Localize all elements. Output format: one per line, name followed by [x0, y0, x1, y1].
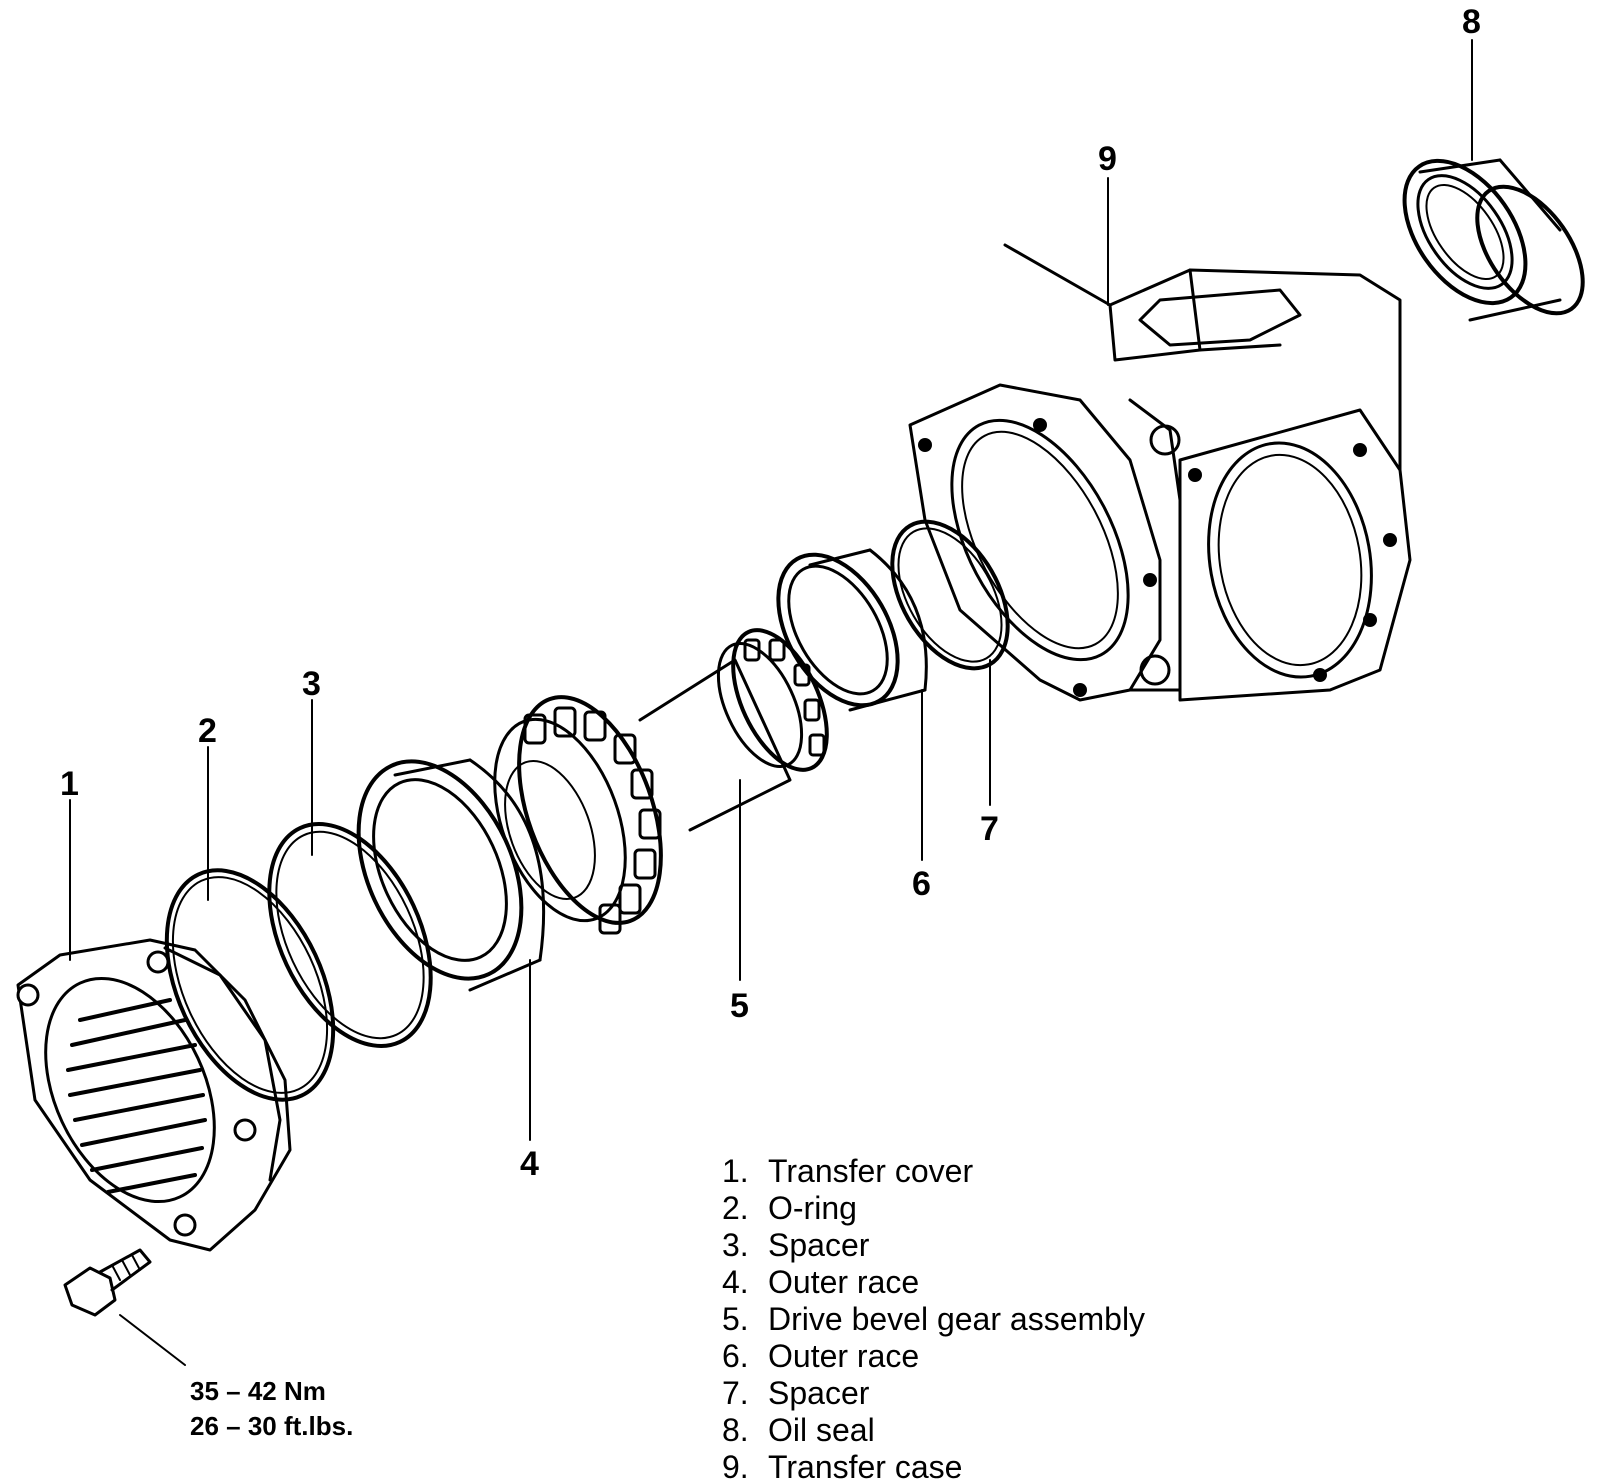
legend-num-3: 3.: [722, 1227, 749, 1263]
transfer-case-part: [908, 243, 1412, 702]
o-ring-part: [164, 868, 336, 1102]
torque-ftlbs: 26 – 30 ft.lbs.: [190, 1411, 353, 1441]
legend-label-8: Oil seal: [768, 1412, 875, 1448]
callout-2: 2: [198, 712, 217, 750]
legend-num-8: 8.: [722, 1412, 749, 1448]
callout-5: 5: [730, 987, 749, 1025]
callout-7: 7: [980, 810, 999, 848]
legend-num-4: 4.: [722, 1264, 749, 1300]
outer-race-4-part: [356, 758, 546, 992]
outer-race-6-part: [776, 548, 928, 712]
spacer-7-part: [890, 519, 1010, 671]
legend-label-1: Transfer cover: [768, 1153, 973, 1189]
legend-label-9: Transfer case: [768, 1449, 962, 1484]
legend-label-3: Spacer: [768, 1227, 870, 1263]
spacer-3-part: [267, 822, 433, 1048]
legend-label-7: Spacer: [768, 1375, 870, 1411]
callout-4: 4: [520, 1145, 539, 1183]
legend-label-2: O-ring: [768, 1190, 857, 1226]
transfer-cover-part: [16, 938, 292, 1252]
legend-num-5: 5.: [722, 1301, 749, 1337]
legend-num-6: 6.: [722, 1338, 749, 1374]
leader-lines: [69, 39, 1473, 1366]
legend-label-6: Outer race: [768, 1338, 919, 1374]
callout-8: 8: [1462, 3, 1481, 41]
legend-num-2: 2.: [722, 1190, 749, 1226]
legend-label-5: Drive bevel gear assembly: [768, 1301, 1145, 1337]
legend-num-1: 1.: [722, 1153, 749, 1189]
legend-num-7: 7.: [722, 1375, 749, 1411]
drive-bevel-gear-part: [493, 628, 829, 935]
legend-label-4: Outer race: [768, 1264, 919, 1300]
parts-legend: 1. Transfer cover 2. O-ring 3. Spacer 4.…: [722, 1153, 1145, 1484]
callout-9: 9: [1098, 140, 1117, 178]
callout-1: 1: [60, 765, 79, 803]
legend-num-9: 9.: [722, 1449, 749, 1484]
bolt-part: [63, 1248, 152, 1317]
callout-6: 6: [912, 865, 931, 903]
callout-3: 3: [302, 665, 321, 703]
torque-nm: 35 – 42 Nm: [190, 1376, 326, 1406]
oil-seal-part: [1402, 158, 1585, 322]
